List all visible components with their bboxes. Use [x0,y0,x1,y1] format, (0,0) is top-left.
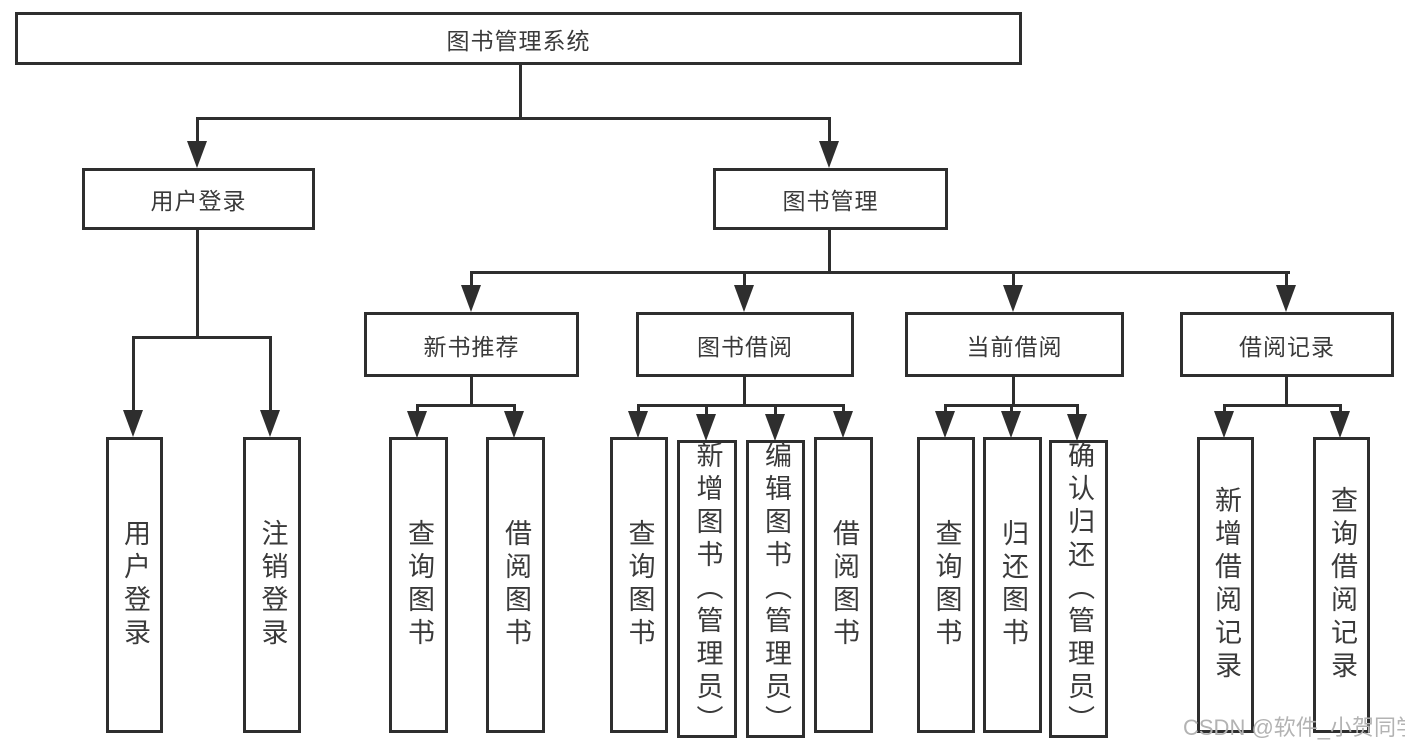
connector-line [417,404,516,407]
leaf-borrow-books: 借阅图书 [814,437,873,733]
connector-line [133,336,272,339]
connector-line [743,271,746,287]
arrow-down [1276,285,1296,312]
connector-line [269,336,272,412]
arrow-down [833,411,853,438]
leaf-label: 编辑图书（管理员） [761,440,791,738]
arrow-down [1067,414,1087,441]
connector-line [828,230,831,274]
leaf-label: 归还图书 [998,519,1028,651]
node-book-management: 图书管理 [713,168,948,230]
connector-line [196,230,199,338]
connector-line [1224,404,1342,407]
leaf-label: 查询图书 [624,519,655,651]
arrow-down [461,285,481,312]
arrow-down [819,141,839,168]
connector-line [513,404,516,413]
connector-line [470,271,1290,274]
node-root: 图书管理系统 [15,12,1022,65]
connector-line [1223,404,1226,413]
leaf-label: 查询借阅记录 [1327,486,1357,684]
leaf-return-book: 归还图书 [983,437,1042,733]
leaf-label: 借阅图书 [829,519,859,651]
leaf-borrow-books: 借阅图书 [486,437,545,733]
leaf-add-borrow-record: 新增借阅记录 [1197,437,1254,733]
arrow-down [734,285,754,312]
leaf-query-borrow-record: 查询借阅记录 [1313,437,1370,733]
node-label: 当前借阅 [966,333,1063,360]
arrow-down [1003,285,1023,312]
arrow-down [1330,411,1350,438]
node-label: 用户登录 [150,188,247,214]
leaf-query-books: 查询图书 [389,437,448,733]
node-label: 借阅记录 [1239,333,1335,360]
node-borrowing-records: 借阅记录 [1180,312,1394,377]
node-current-borrowing: 当前借阅 [905,312,1124,377]
connector-line [132,336,135,412]
connector-line [1285,271,1288,287]
connector-line [470,377,473,406]
leaf-label: 新增图书（管理员） [692,440,723,738]
connector-line [470,271,473,287]
leaf-label: 确认归还（管理员） [1064,440,1094,738]
watermark: CSDN @软件_小贺同学 [1183,715,1405,740]
connector-line [638,404,844,407]
leaf-label: 借阅图书 [501,519,531,651]
connector-line [196,117,831,120]
arrow-down [407,411,427,438]
leaf-confirm-return-admin: 确认归还（管理员） [1049,440,1108,738]
node-label: 图书管理 [782,188,879,214]
node-book-borrowing: 图书借阅 [636,312,854,377]
connector-line [196,117,199,143]
connector-line [705,404,708,416]
connector-line [1076,404,1079,416]
leaf-label: 用户登录 [120,519,150,651]
leaf-user-login: 用户登录 [106,437,163,733]
connector-line [1010,404,1013,413]
leaf-label: 查询图书 [931,519,962,651]
connector-line [828,117,831,143]
leaf-query-books: 查询图书 [917,437,975,733]
connector-line [944,404,947,413]
arrow-down [187,141,207,168]
connector-line [774,404,777,416]
leaf-add-book-admin: 新增图书（管理员） [677,440,737,738]
leaf-label: 新增借阅记录 [1211,486,1241,684]
connector-line [1012,271,1015,287]
node-label: 图书管理系统 [446,27,591,54]
connector-line [1339,404,1342,413]
arrow-down [1214,411,1234,438]
leaf-label: 注销登录 [257,519,288,651]
arrow-down [628,411,648,438]
node-new-book-recommend: 新书推荐 [364,312,579,377]
connector-line [637,404,640,413]
node-label: 图书借阅 [697,333,793,360]
arrow-down [123,410,143,437]
connector-line [416,404,419,413]
connector-line [519,65,522,119]
leaf-label: 查询图书 [404,519,434,651]
leaf-edit-book-admin: 编辑图书（管理员） [746,440,805,738]
connector-line [1012,377,1015,406]
arrow-down [504,411,524,438]
node-user-login: 用户登录 [82,168,315,230]
arrow-down [1001,411,1021,438]
leaf-logout-login: 注销登录 [243,437,301,733]
leaf-query-books: 查询图书 [610,437,668,733]
arrow-down [260,410,280,437]
node-label: 新书推荐 [423,333,520,360]
connector-line [842,404,845,413]
connector-line [743,377,746,406]
arrow-down [696,414,716,441]
arrow-down [765,414,785,441]
connector-line [1285,377,1288,406]
arrow-down [935,411,955,438]
